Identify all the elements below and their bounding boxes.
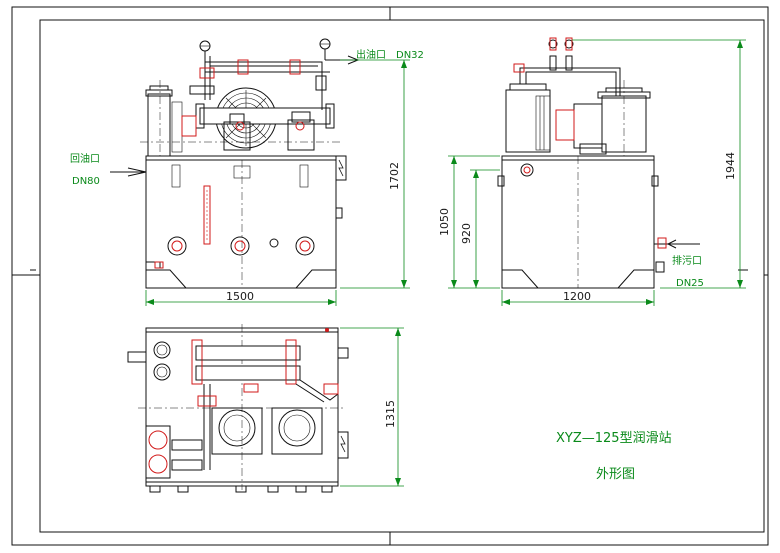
- dim-side-mid-height: 920: [460, 223, 473, 244]
- drawing-frame: [11, 6, 769, 546]
- label-drain-dn: DN25: [676, 278, 704, 289]
- label-return-dn: DN80: [72, 176, 100, 187]
- top-dimensions: [340, 327, 404, 487]
- dim-side-width: 1200: [563, 290, 591, 303]
- label-return: 回油口: [70, 152, 100, 165]
- dim-side-total-height: 1944: [724, 152, 737, 180]
- label-outlet: 出油口: [356, 48, 386, 61]
- side-view: [497, 37, 668, 289]
- drawing-title: XYZ—125型润滑站: [556, 431, 672, 446]
- drawing-subtitle: 外形图: [596, 467, 635, 482]
- top-view: [127, 324, 349, 493]
- dim-top-depth: 1315: [384, 400, 397, 428]
- side-dimensions: [448, 39, 746, 306]
- front-dimensions: [145, 59, 410, 306]
- dim-side-tank-height: 1050: [438, 208, 451, 236]
- label-outlet-dn: DN32: [396, 50, 424, 61]
- front-view: [110, 38, 360, 289]
- label-drain: 排污口: [672, 254, 702, 267]
- dim-front-width: 1500: [226, 290, 254, 303]
- dim-front-height: 1702: [388, 162, 401, 190]
